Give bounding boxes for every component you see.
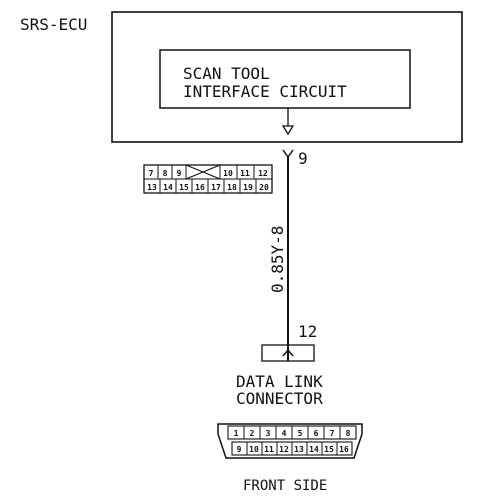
dlc-pin: 14	[309, 445, 319, 454]
ecu-pin: 10	[223, 169, 233, 178]
ecu-pin: 8	[163, 169, 168, 178]
ecu-pin: 20	[259, 183, 269, 192]
ecu-label: SRS-ECU	[20, 15, 87, 34]
dlc-pin: 2	[250, 429, 255, 438]
dlc-pin: 13	[294, 445, 304, 454]
dlc-pin: 5	[298, 429, 303, 438]
ecu-pin: 7	[149, 169, 154, 178]
dlc-label-line1: DATA LINK	[236, 372, 323, 391]
ecu-pin: 14	[163, 183, 173, 192]
circuit-label-line1: SCAN TOOL	[183, 64, 270, 83]
dlc-pin: 15	[324, 445, 334, 454]
ecu-connector-face: 7 8 9 10 11 12 13 14 15 16 17 18 19 20	[143, 164, 273, 194]
ecu-box	[111, 11, 463, 143]
front-side-label: FRONT SIDE	[243, 478, 327, 494]
ecu-pin: 9	[177, 169, 182, 178]
dlc-pin: 16	[339, 445, 349, 454]
ecu-pin: 11	[240, 169, 250, 178]
ecu-pin: 12	[258, 169, 268, 178]
terminal-bottom-label: 12	[298, 322, 317, 341]
ecu-pin: 15	[179, 183, 189, 192]
signal-arrow	[281, 108, 295, 136]
dlc-pin: 9	[237, 445, 242, 454]
dlc-pin: 1	[234, 429, 239, 438]
ecu-pin: 18	[227, 183, 237, 192]
dlc-pin: 11	[264, 445, 274, 454]
dlc-terminal-symbol	[261, 339, 315, 362]
dlc-label-line2: CONNECTOR	[236, 389, 323, 408]
ecu-pin: 16	[195, 183, 205, 192]
dlc-pin: 4	[282, 429, 287, 438]
dlc-pin: 7	[330, 429, 335, 438]
circuit-label-line2: INTERFACE CIRCUIT	[183, 82, 347, 101]
dlc-pin: 8	[346, 429, 351, 438]
ecu-pin: 17	[211, 183, 221, 192]
ecu-pin: 13	[147, 183, 157, 192]
dlc-pin: 3	[266, 429, 271, 438]
terminal-top-label: 9	[298, 149, 308, 168]
dlc-pin: 12	[279, 445, 289, 454]
interface-circuit-box	[159, 49, 411, 109]
terminal-9-symbol	[282, 149, 294, 158]
wire-code-label: 0.85Y-8	[268, 226, 287, 293]
ecu-pin: 19	[243, 183, 253, 192]
dlc-pin: 6	[314, 429, 319, 438]
dlc-pin: 10	[249, 445, 259, 454]
dlc-connector-face: 1 2 3 4 5 6 7 8 9 10 11 12 13 14 15 16	[217, 423, 363, 459]
